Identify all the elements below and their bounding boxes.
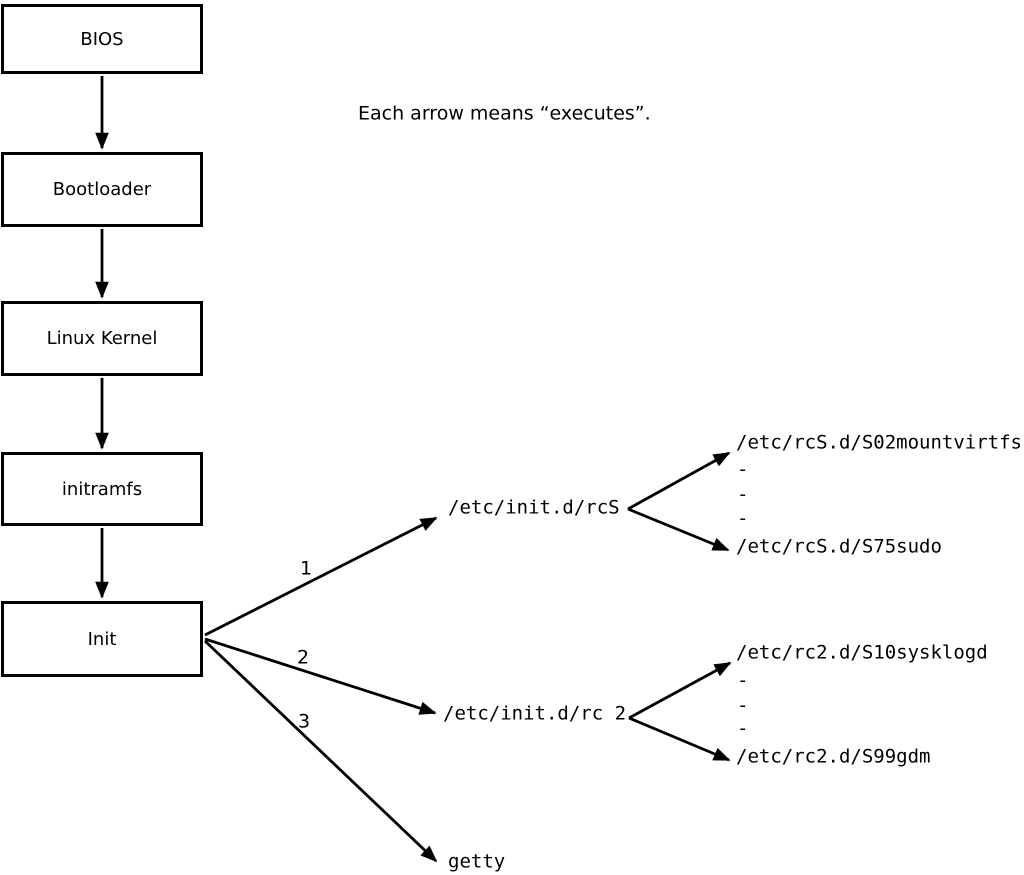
arrow-rc2-to-first-script — [628, 661, 732, 720]
label-rcs-first-script: /etc/rcS.d/S02mountvirtfs — [736, 431, 1022, 454]
ellipsis-dash: - — [737, 483, 749, 506]
ellipsis-dash: - — [737, 694, 749, 717]
box-init-label: Init — [87, 628, 117, 650]
arrow-rcs-to-first-script — [627, 451, 731, 511]
label-rc2-first-script: /etc/rc2.d/S10sysklogd — [736, 641, 988, 664]
box-bootloader: Bootloader — [1, 152, 203, 227]
note-executes: Each arrow means “executes”. — [358, 102, 651, 125]
box-linux-kernel: Linux Kernel — [1, 301, 203, 376]
box-bios-label: BIOS — [80, 28, 124, 50]
arrow-rc2-to-last-script — [628, 716, 731, 762]
branch-number-2: 2 — [297, 646, 310, 669]
arrow-init-to-rc2 — [204, 637, 437, 715]
label-etc-init-d-rcs: /etc/init.d/rcS — [448, 496, 620, 519]
arrow-init-to-rcs — [204, 516, 438, 637]
ellipsis-dash: - — [737, 507, 749, 530]
box-initramfs: initramfs — [1, 452, 203, 526]
ellipsis-dash: - — [737, 458, 749, 481]
box-initramfs-label: initramfs — [61, 478, 143, 500]
ellipsis-dash: - — [737, 669, 749, 692]
label-getty: getty — [448, 850, 506, 873]
box-bios: BIOS — [1, 4, 203, 74]
arrow-rcs-to-last-script — [627, 507, 730, 552]
label-etc-init-d-rc2: /etc/init.d/rc 2 — [443, 702, 627, 725]
box-bootloader-label: Bootloader — [52, 179, 152, 200]
label-rcs-last-script: /etc/rcS.d/S75sudo — [736, 535, 942, 558]
branch-number-3: 3 — [298, 710, 311, 733]
ellipsis-dash: - — [737, 717, 749, 740]
label-rc2-last-script: /etc/rc2.d/S99gdm — [736, 745, 931, 768]
box-linux-kernel-label: Linux Kernel — [46, 328, 158, 349]
box-init: Init — [1, 601, 203, 677]
arrow-init-to-getty — [204, 639, 438, 863]
branch-number-1: 1 — [300, 557, 313, 580]
